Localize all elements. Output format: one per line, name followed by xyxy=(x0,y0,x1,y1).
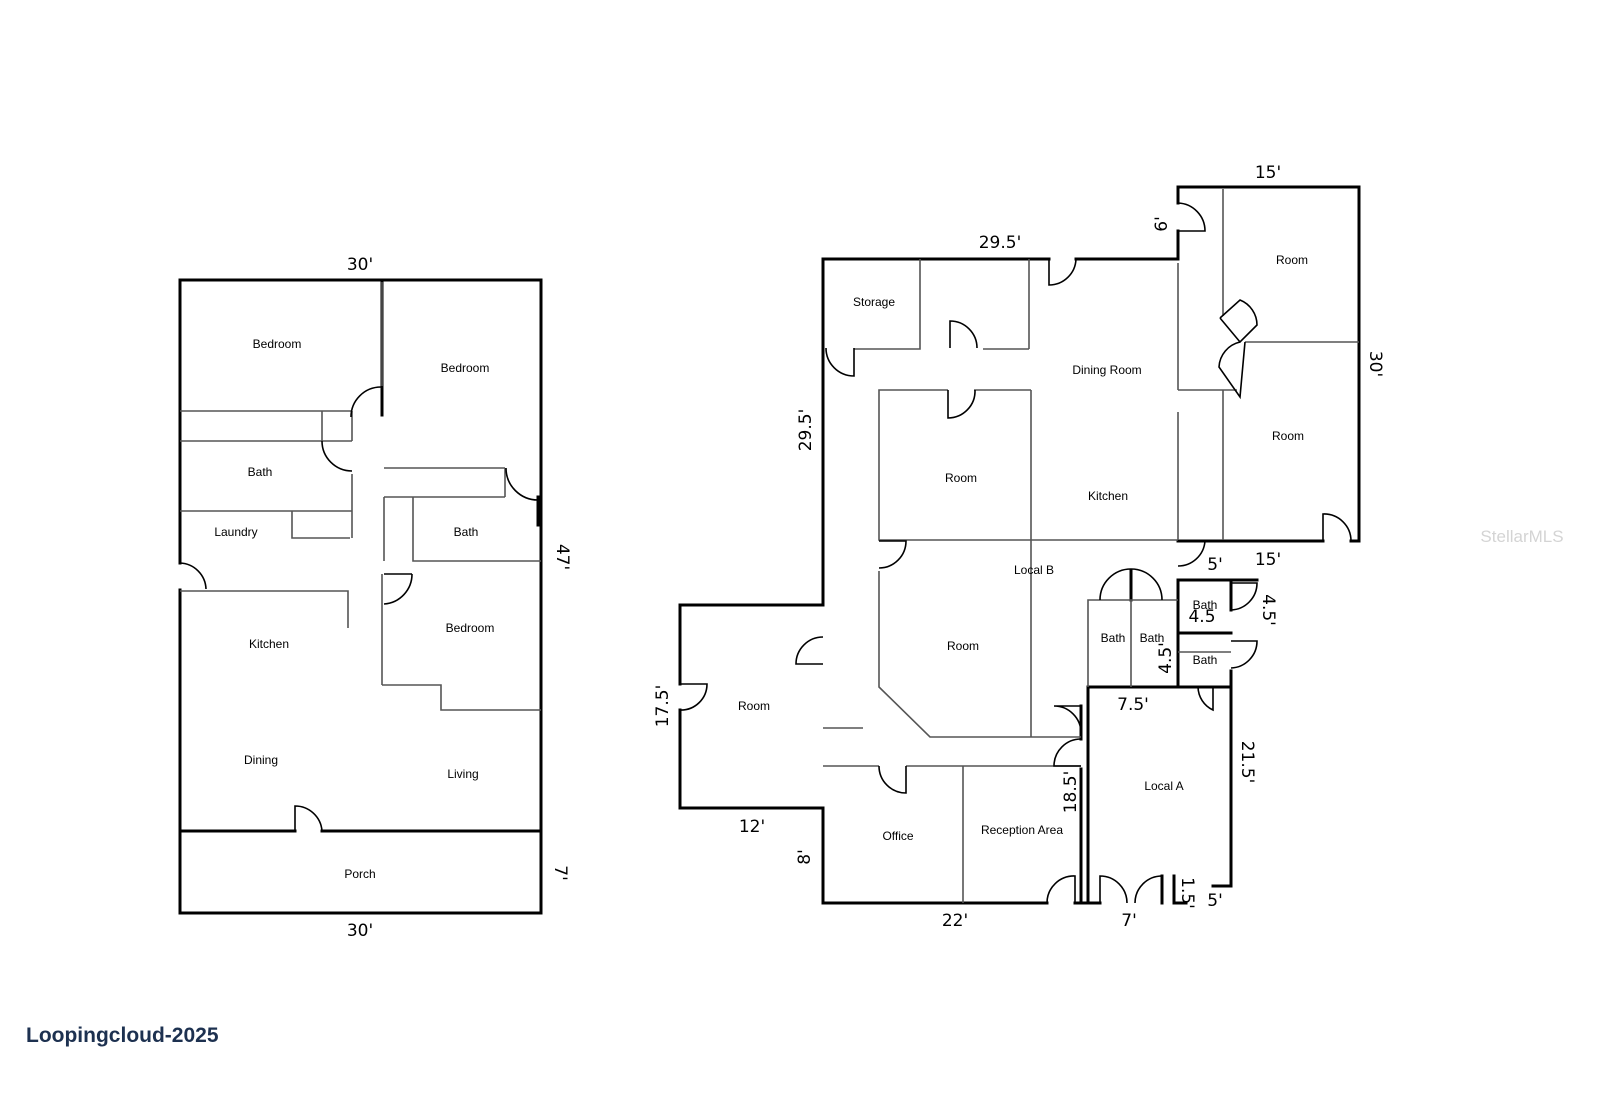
left-interior-walls xyxy=(180,282,541,711)
dimension-label: 15' xyxy=(1255,550,1281,570)
room-label: Office xyxy=(882,829,913,843)
dimension-label: 7' xyxy=(1121,911,1137,931)
room-label: Reception Area xyxy=(981,823,1063,837)
room-label: Bath xyxy=(1101,631,1126,645)
room-label: Dining Room xyxy=(1072,363,1141,377)
dimension-label: 18.5' xyxy=(1061,771,1081,814)
dimension-label: 6' xyxy=(1152,216,1172,232)
dimension-label: 29.5' xyxy=(979,233,1022,253)
room-label: Dining xyxy=(244,753,278,767)
dimension-label: 30' xyxy=(347,255,373,275)
brand-caption: Loopingcloud-2025 xyxy=(26,1024,219,1047)
room-label: Living xyxy=(447,767,478,781)
room-label: Bath xyxy=(248,465,273,479)
right-doors xyxy=(679,202,1352,904)
dimension-label: 7' xyxy=(550,865,570,881)
dimension-label: 4.5' xyxy=(1156,642,1176,674)
dimension-label: 4.5' xyxy=(1258,594,1278,626)
room-label: Laundry xyxy=(214,525,257,539)
dimension-label: 30' xyxy=(347,921,373,941)
dimension-label: 30' xyxy=(1365,351,1385,377)
room-label: Room xyxy=(738,699,770,713)
room-label: Bedroom xyxy=(253,337,302,351)
room-label: Storage xyxy=(853,295,895,309)
room-label: Kitchen xyxy=(1088,489,1128,503)
room-label: Bath xyxy=(1193,598,1218,612)
left-doors xyxy=(179,386,539,832)
dimension-label: 12' xyxy=(739,817,765,837)
room-label: Bedroom xyxy=(446,621,495,635)
watermark-text: StellarMLS xyxy=(1480,527,1563,546)
right-floor-plan: Storage Dining Room Room Room Room Kitch… xyxy=(653,163,1385,931)
room-label: Local B xyxy=(1014,563,1054,577)
dimension-label: 21.5' xyxy=(1237,741,1257,784)
right-interior-walls xyxy=(823,189,1359,903)
room-label: Bedroom xyxy=(441,361,490,375)
dimension-label: 5' xyxy=(1207,555,1223,575)
room-label: Bath xyxy=(1140,631,1165,645)
room-label: Bath xyxy=(454,525,479,539)
right-outer-walls xyxy=(678,185,1361,905)
dimension-label: 15' xyxy=(1255,163,1281,183)
dimension-label: 5' xyxy=(1207,891,1223,911)
room-label: Porch xyxy=(344,867,375,881)
dimension-label: 47' xyxy=(552,544,572,570)
room-label: Room xyxy=(945,471,977,485)
room-label: Room xyxy=(1276,253,1308,267)
left-outer-wall xyxy=(178,278,543,915)
room-label: Kitchen xyxy=(249,637,289,651)
room-label: Bath xyxy=(1193,653,1218,667)
dimension-label: 29.5' xyxy=(796,409,816,452)
dimension-label: 17.5' xyxy=(653,685,673,728)
left-floor-plan: Bedroom Bedroom Bath Laundry Bath Bedroo… xyxy=(178,255,572,941)
dimension-label: 22' xyxy=(942,911,968,931)
dimension-label: 4.5 xyxy=(1188,607,1215,627)
room-label: Room xyxy=(947,639,979,653)
room-label: Room xyxy=(1272,429,1304,443)
dimension-label: 7.5' xyxy=(1117,695,1149,715)
dimension-label: 1.5' xyxy=(1177,877,1197,909)
room-label: Local A xyxy=(1144,779,1183,793)
dimension-label: 8' xyxy=(795,849,815,865)
